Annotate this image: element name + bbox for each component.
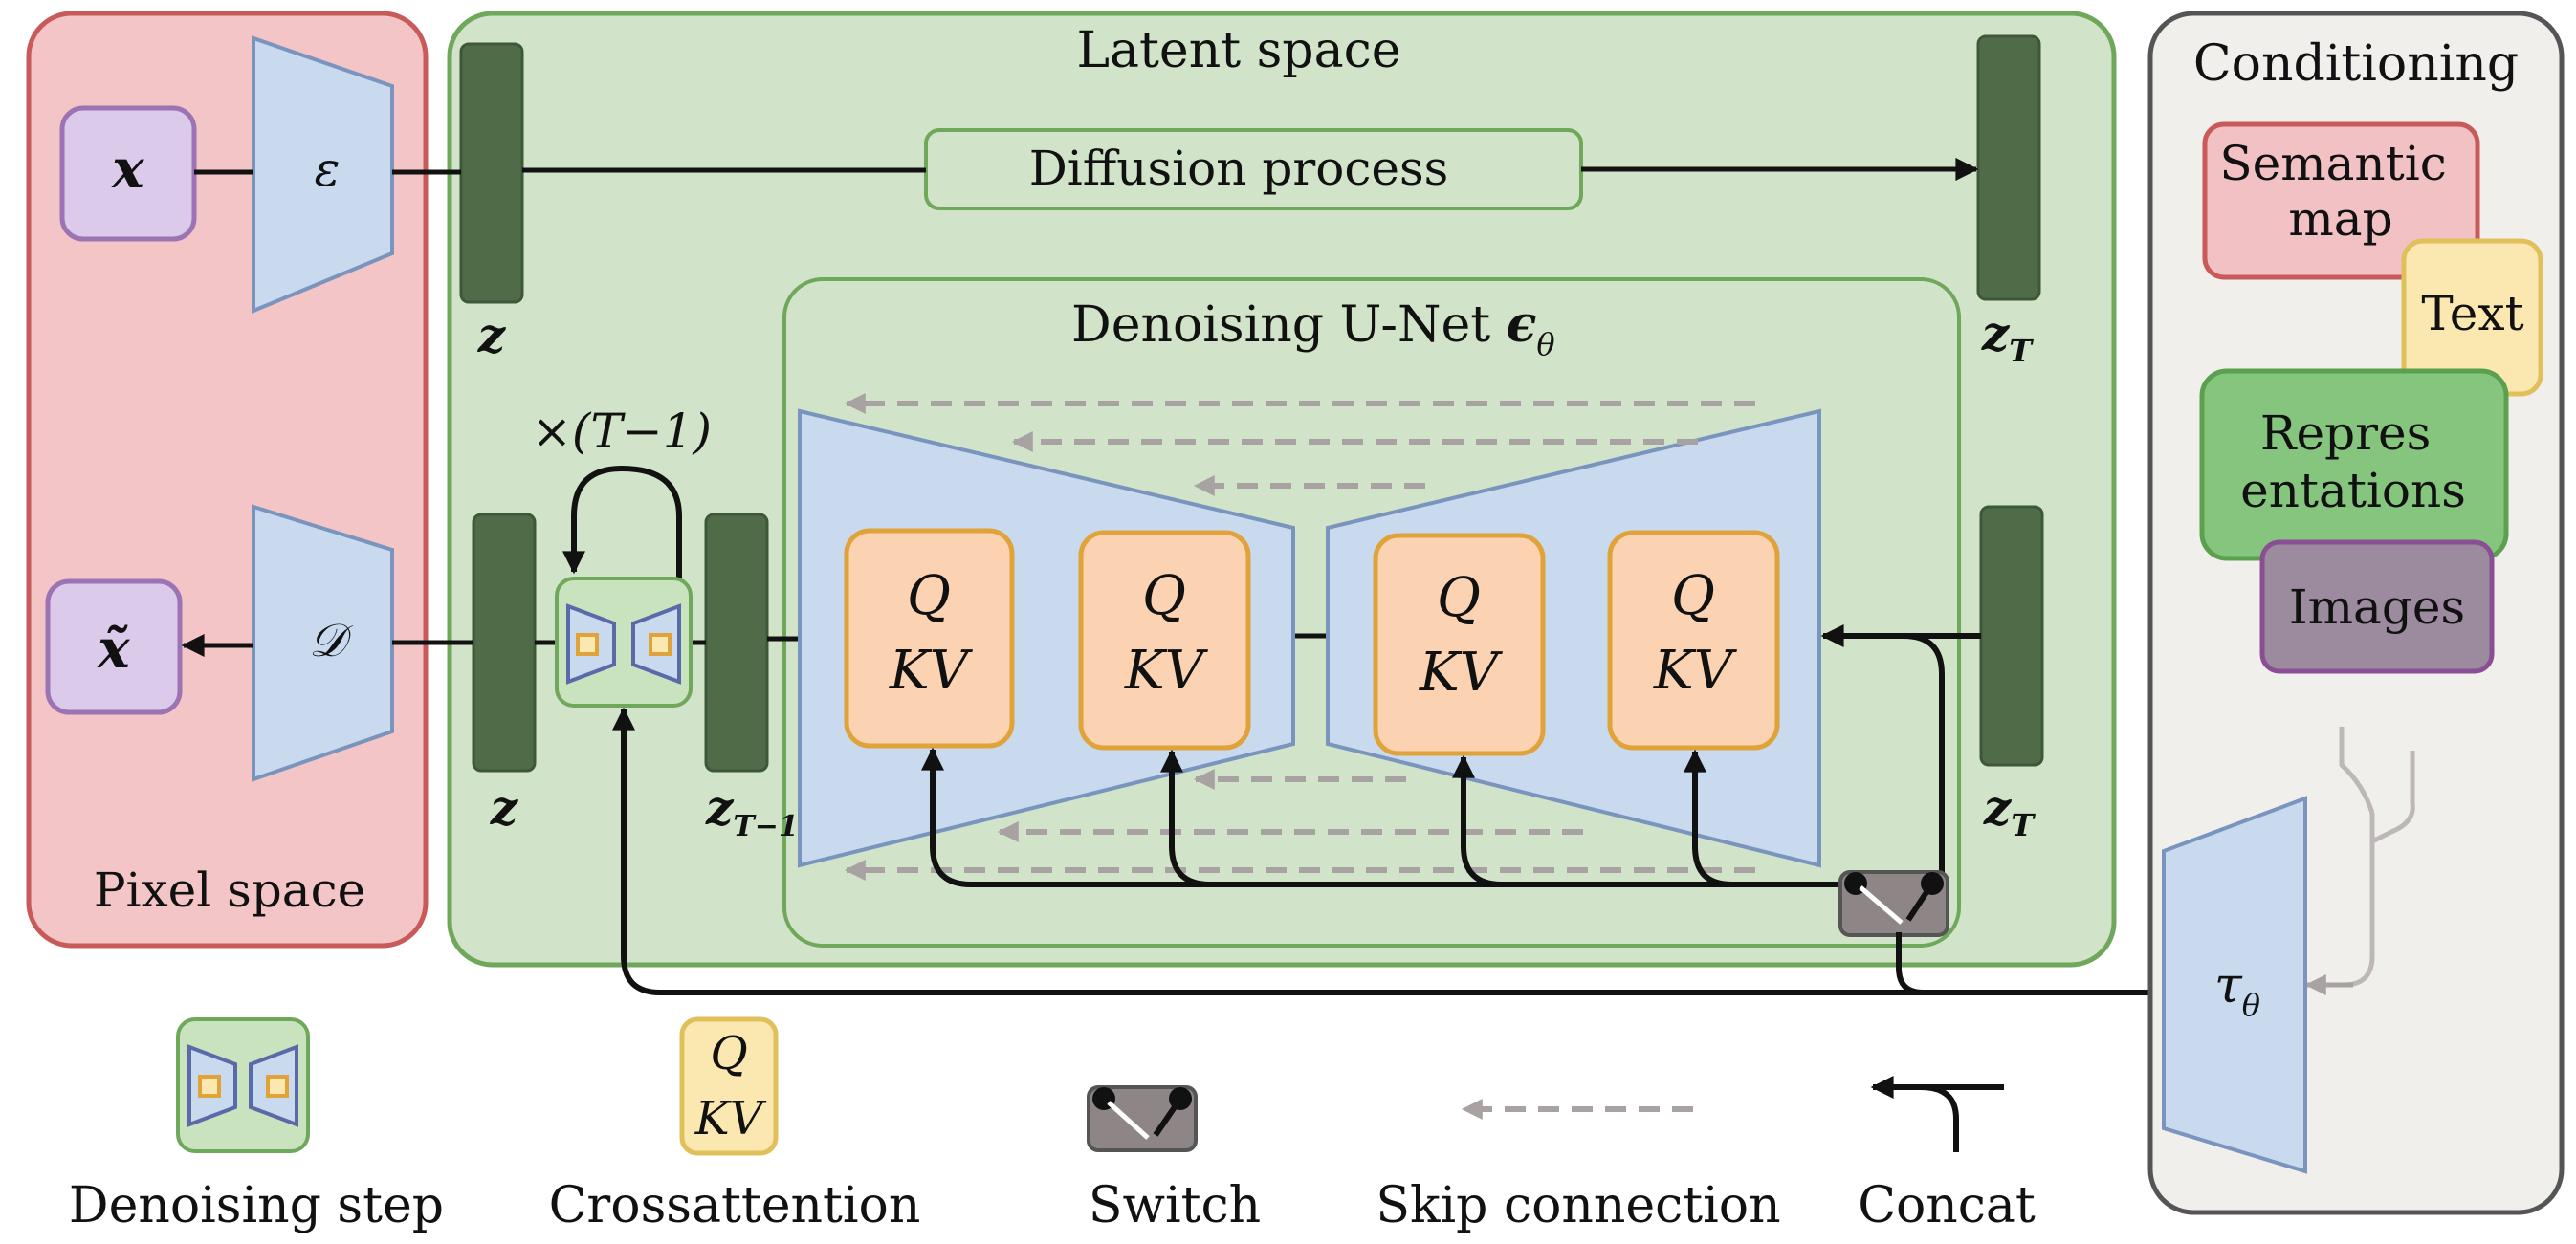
latent-z-bottom-label: z: [490, 779, 519, 836]
legend-crossattention-icon: [679, 1016, 779, 1156]
tau-label: τθ: [2214, 957, 2260, 1023]
latent-z-tm1-label: zT−1: [705, 779, 799, 843]
diffusion-process-label: Diffusion process: [1029, 141, 1449, 196]
legend-crossattention-q: Q: [710, 1027, 747, 1080]
crossattention-block-2: Q KV: [1078, 530, 1251, 751]
legend-step-left-square: [198, 1075, 221, 1098]
svg-text:Q: Q: [907, 565, 951, 627]
legend-switch-label: Switch: [1089, 1177, 1261, 1234]
input-x-label: x: [111, 138, 144, 201]
output-x-tilde-box: [45, 578, 183, 715]
representations-label: Repres entations: [2240, 405, 2466, 518]
latent-z-bottom-bar: [472, 513, 537, 773]
svg-text:KV: KV: [1419, 642, 1504, 704]
svg-text:KV: KV: [1124, 640, 1209, 702]
legend-step-right-square: [266, 1075, 289, 1098]
text-card-label: Text: [2421, 286, 2523, 341]
output-x-tilde-label: x̃: [97, 618, 130, 681]
images-card: [2259, 539, 2495, 674]
latent-z-tm1-bar: [704, 513, 769, 773]
svg-text:KV: KV: [889, 640, 974, 702]
switch-lever: [1859, 885, 1904, 925]
switch-box: [1838, 870, 1949, 937]
latent-space-title: Latent space: [1077, 22, 1401, 79]
latent-zT-bottom-bar: [1979, 505, 2044, 767]
encoder-label: ε: [315, 142, 341, 197]
latent-zT-top-bar: [1976, 34, 2041, 301]
svg-text:KV: KV: [1653, 640, 1738, 702]
legend-switch-icon: [1087, 1085, 1198, 1152]
legend-skip-connection-label: Skip connection: [1376, 1177, 1780, 1234]
crossattention-block-1: Q KV: [844, 528, 1015, 749]
tau-encoder-trapezoid: [2162, 796, 2307, 1174]
pixel-space-title: Pixel space: [94, 862, 365, 918]
step-right-square: [649, 633, 672, 656]
legend: Denoising step Q KV Crossattention Switc…: [69, 1016, 2036, 1234]
crossattention-block-3: Q KV: [1373, 533, 1546, 756]
conditioning-bus-line: [1452, 754, 1503, 887]
legend-crossattention-kv: KV: [694, 1092, 767, 1146]
svg-text:Q: Q: [1142, 565, 1186, 627]
unet-title: Denoising U-Net ϵθ: [1071, 295, 1555, 362]
images-label: Images: [2289, 579, 2465, 635]
crossattention-block-4: Q KV: [1607, 530, 1780, 751]
repeat-label: ×(T−1): [532, 404, 712, 459]
legend-switch-lever: [1153, 1097, 1183, 1137]
svg-text:Q: Q: [1671, 565, 1715, 627]
legend-denoising-step-label: Denoising step: [69, 1177, 444, 1234]
semantic-map-label: Semantic map: [2219, 136, 2461, 247]
legend-concat-branch: [1920, 1084, 1959, 1152]
latent-z-top-bar: [459, 42, 524, 304]
legend-crossattention-label: Crossattention: [549, 1177, 921, 1234]
switch-lever: [1905, 882, 1935, 922]
conditioning-title: Conditioning: [2193, 35, 2519, 93]
latent-z-top-label: z: [477, 307, 507, 363]
repeat-loop-arrow: [562, 465, 682, 578]
conditioning-bus-line: [1684, 749, 1732, 887]
conditioning-to-step-arrow: [612, 707, 1923, 995]
conditioning-bus-line: [1160, 749, 1211, 887]
svg-text:Q: Q: [1437, 567, 1481, 629]
decoder-trapezoid: [252, 504, 394, 782]
latent-zT-top-label: zT: [1981, 305, 2034, 369]
step-left-square: [576, 633, 599, 656]
conditioning-bus-line: [921, 747, 1856, 887]
legend-concat-label: Concat: [1858, 1177, 2036, 1234]
legend-switch-lever: [1107, 1101, 1150, 1140]
latent-zT-bottom-label: zT: [1983, 779, 2036, 843]
encoder-trapezoid: [252, 35, 394, 314]
semantic-map-card: [2202, 121, 2480, 280]
